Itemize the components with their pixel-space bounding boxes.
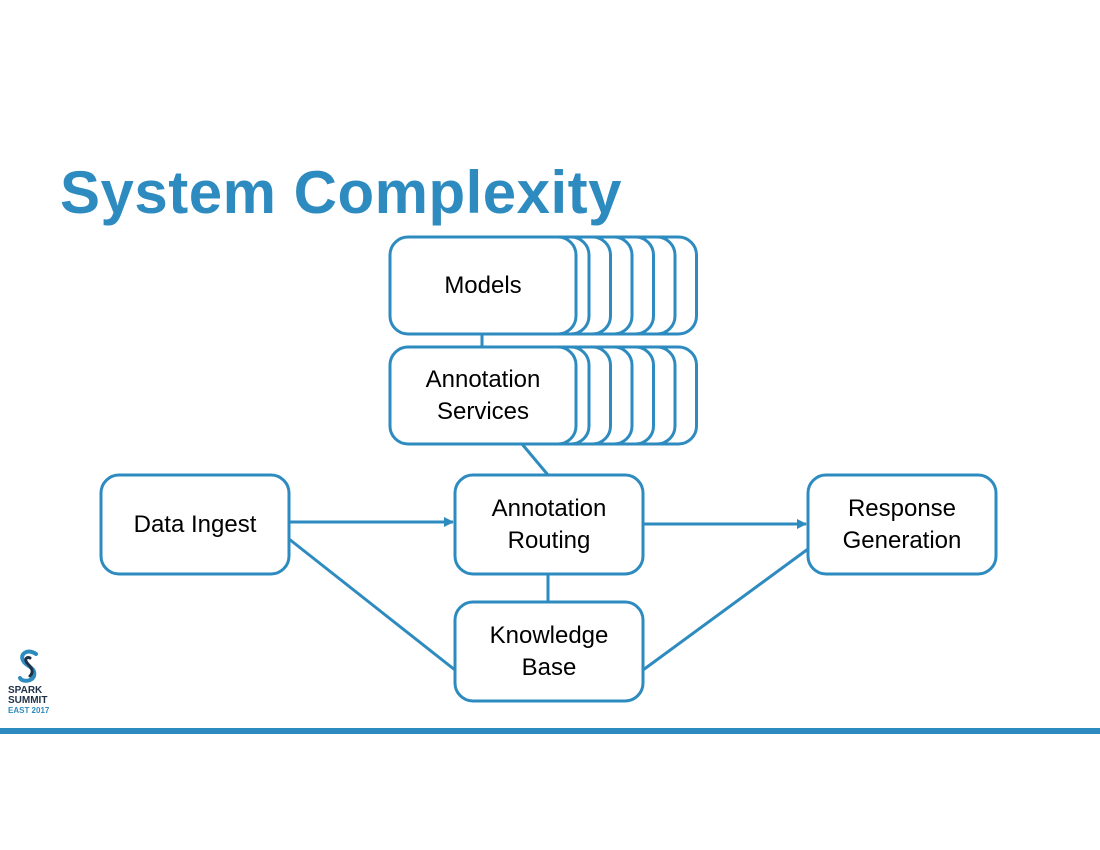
edge-knowledge-base-to-response-generation xyxy=(642,547,809,672)
footer-bar xyxy=(0,728,1100,734)
spark-summit-logo: SPARK SUMMIT EAST 2017 xyxy=(8,648,54,716)
slide-title: System Complexity xyxy=(60,159,623,226)
logo-line-3: EAST 2017 xyxy=(8,706,50,715)
node-data-ingest: Data Ingest xyxy=(133,510,257,538)
logo-line-1: SPARK xyxy=(8,685,43,696)
box-annotation-services xyxy=(388,345,578,446)
node-models: Models xyxy=(444,271,522,299)
node-annotation-routing: Annotation Routing xyxy=(491,494,607,554)
node-annotation-services: Annotation Services xyxy=(425,365,541,425)
box-models xyxy=(388,235,578,336)
node-response-generation: Response Generation xyxy=(842,494,962,554)
box-knowledge-base xyxy=(453,600,645,703)
edge-data-ingest-to-knowledge-base xyxy=(288,537,456,672)
spark-logo-icon xyxy=(18,649,38,683)
logo-line-2: SUMMIT xyxy=(8,695,48,706)
box-response-generation xyxy=(806,473,998,576)
node-knowledge-base: Knowledge Base xyxy=(489,621,609,681)
box-data-ingest xyxy=(99,473,291,576)
box-annotation-routing xyxy=(453,473,645,576)
edge-annotation-services-to-annotation-routing xyxy=(520,443,550,476)
